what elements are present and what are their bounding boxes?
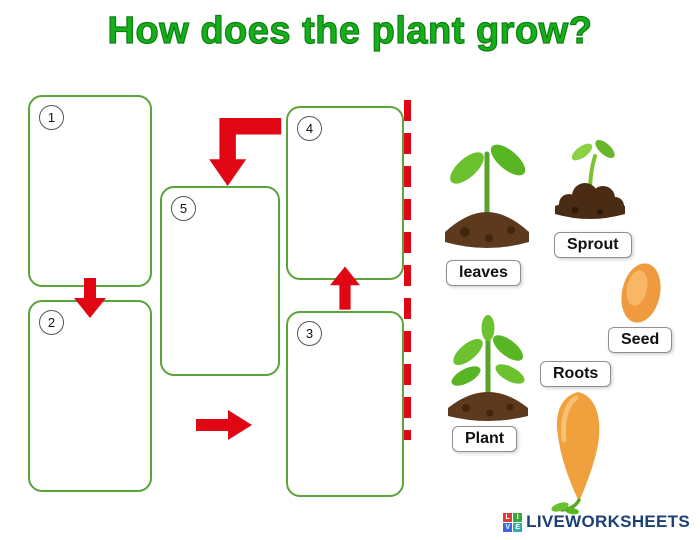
logo-letter: V (503, 522, 513, 532)
arrow-right-icon (196, 410, 252, 440)
seed-image (612, 256, 670, 330)
liveworksheets-logo[interactable]: L I V E LIVEWORKSHEETS (503, 512, 690, 532)
answer-box-4[interactable]: 4 (286, 106, 404, 280)
dashed-divider (404, 100, 411, 440)
liveworksheets-logo-icon: L I V E (503, 512, 523, 532)
tag-roots[interactable]: Roots (540, 361, 612, 387)
answer-box-3[interactable]: 3 (286, 311, 404, 497)
tag-seed[interactable]: Seed (608, 327, 673, 353)
arrow-elbow-down-icon (198, 116, 282, 186)
brand-text: LIVEWORKSHEETS (526, 512, 690, 531)
arrow-down-icon (74, 278, 106, 318)
box-number-badge: 1 (39, 105, 64, 130)
answer-box-2[interactable]: 2 (28, 300, 152, 492)
seedling-leaves-image (437, 118, 537, 258)
answer-box-1[interactable]: 1 (28, 95, 152, 287)
logo-letter: I (513, 512, 523, 522)
box-number-badge: 3 (297, 321, 322, 346)
sprout-image (545, 122, 635, 232)
page-title: How does the plant grow? (107, 9, 593, 52)
plant-image (440, 310, 535, 428)
arrow-up-icon (330, 264, 360, 312)
box-number-badge: 5 (171, 196, 196, 221)
tag-leaves[interactable]: leaves (446, 260, 521, 286)
root-image (546, 388, 616, 515)
tag-plant[interactable]: Plant (452, 426, 518, 452)
logo-letter: L (503, 512, 513, 522)
box-number-badge: 2 (39, 310, 64, 335)
answer-box-5[interactable]: 5 (160, 186, 280, 376)
logo-letter: E (513, 522, 523, 532)
tag-sprout[interactable]: Sprout (554, 232, 632, 258)
box-number-badge: 4 (297, 116, 322, 141)
